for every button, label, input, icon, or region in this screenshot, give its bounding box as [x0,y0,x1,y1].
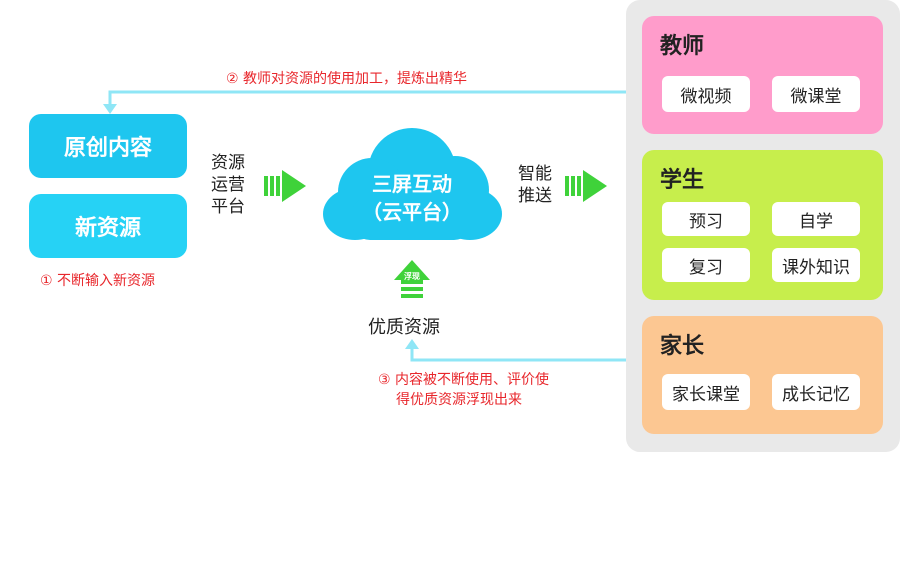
note-reuse-line-1: ③ 内容被不断使用、评价使 [378,372,550,388]
refine-feedback-line [108,90,628,106]
note-refine: ② 教师对资源的使用加工，提炼出精华 [226,71,467,87]
parent-group: 家长 家长课堂 成长记忆 [642,316,883,434]
quality-resources-label: 优质资源 [368,317,440,338]
reuse-feedback-arrowhead [405,339,419,349]
green-arrow-to-groups [565,170,607,202]
cloud-platform-text: 三屏互动 （云平台） [350,170,474,226]
chip-self-study[interactable]: 自学 [772,202,860,236]
new-resources-box: 新资源 [29,194,187,258]
chip-micro-class[interactable]: 微课堂 [772,76,860,112]
chip-extracurricular[interactable]: 课外知识 [772,248,860,282]
teacher-title: 教师 [660,34,705,59]
cloud-subtitle: （云平台） [362,200,462,224]
green-arrow-to-cloud [264,170,306,202]
note-reuse-line-2: 得优质资源浮现出来 [396,392,522,408]
chip-preview[interactable]: 预习 [662,202,750,236]
chip-growth-memory[interactable]: 成长记忆 [772,374,860,410]
original-content-label: 原创内容 [63,136,152,161]
teacher-group: 教师 微视频 微课堂 [642,16,883,134]
reuse-feedback-line [410,346,628,362]
smart-push-line-2: 推送 [518,186,552,206]
operation-platform-line-3: 平台 [211,197,245,217]
chip-parent-class[interactable]: 家长课堂 [662,374,750,410]
operation-platform-label: 资源 运营 平台 [211,152,245,218]
operation-platform-line-2: 运营 [211,175,245,195]
student-group: 学生 预习 自学 复习 课外知识 [642,150,883,300]
float-badge: 浮现 [404,272,420,281]
cloud-title: 三屏互动 [372,172,452,196]
refine-feedback-arrowhead [103,104,117,114]
chip-micro-video[interactable]: 微视频 [662,76,750,112]
note-reuse: ③ 内容被不断使用、评价使 得优质资源浮现出来 [378,370,549,410]
parent-title: 家长 [660,334,705,359]
green-float-arrow [394,260,430,298]
original-content-box: 原创内容 [29,114,187,178]
student-title: 学生 [660,168,705,193]
operation-platform-line-1: 资源 [211,153,245,173]
smart-push-label: 智能 推送 [518,163,552,207]
new-resources-label: 新资源 [74,216,141,241]
note-input-new-resources: ① 不断输入新资源 [40,273,156,289]
cloud-shape [323,128,502,240]
chip-review[interactable]: 复习 [662,248,750,282]
smart-push-line-1: 智能 [518,164,552,184]
